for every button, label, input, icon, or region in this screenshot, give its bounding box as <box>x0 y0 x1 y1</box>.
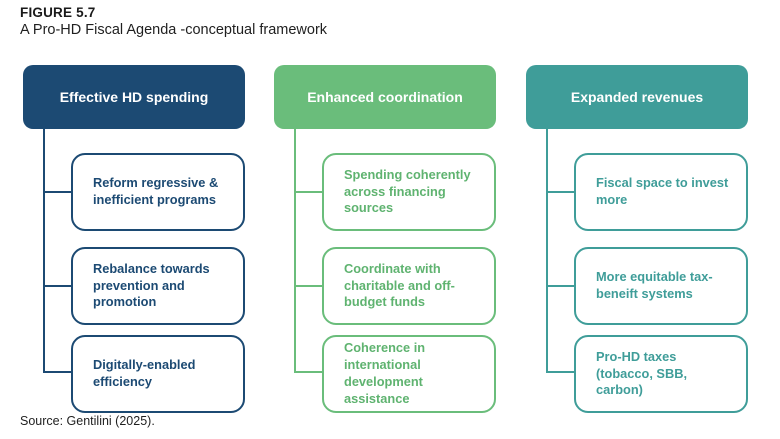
connector-stub <box>547 285 576 287</box>
node-label: Spending coherently across financing sou… <box>344 166 471 216</box>
connector-stub <box>547 371 576 373</box>
column-header-expanded-revenues: Expanded revenues <box>526 65 748 129</box>
figure-title: A Pro-HD Fiscal Agenda -conceptual frame… <box>20 22 328 38</box>
node-label: More equitable tax-beneift systems <box>596 269 713 301</box>
node-label: Coherence in international development a… <box>344 340 426 406</box>
node-box: Rebalance towards prevention and promoti… <box>71 247 245 325</box>
node-box: Fiscal space to invest more <box>574 153 748 231</box>
column-effective-hd-spending: Effective HD spending Reform regressive … <box>23 65 245 413</box>
connector-stub <box>295 191 324 193</box>
connector-vertical-line <box>43 129 45 373</box>
connector-stub <box>295 371 324 373</box>
column-header-enhanced-coordination: Enhanced coordination <box>274 65 496 129</box>
connector-stub <box>44 371 73 373</box>
node-box: More equitable tax-beneift systems <box>574 247 748 325</box>
connector-stub <box>295 285 324 287</box>
node-box: Spending coherently across financing sou… <box>322 153 496 231</box>
node-box: Digitally-enabled efficiency <box>71 335 245 413</box>
connector-vertical-line <box>546 129 548 373</box>
node-label: Fiscal space to invest more <box>596 175 729 207</box>
column-enhanced-coordination: Enhanced coordination Spending coherentl… <box>274 65 496 413</box>
node-box: Coherence in international development a… <box>322 335 496 413</box>
connector-stub <box>44 191 73 193</box>
node-box: Reform regressive & inefficient programs <box>71 153 245 231</box>
node-box: Pro-HD taxes (tobacco, SBB, carbon) <box>574 335 748 413</box>
connector-stub <box>547 191 576 193</box>
source-note: Source: Gentilini (2025). <box>20 414 155 428</box>
connector-vertical-line <box>294 129 296 373</box>
node-box: Coordinate with charitable and off-budge… <box>322 247 496 325</box>
column-expanded-revenues: Expanded revenues Fiscal space to invest… <box>526 65 748 413</box>
node-label: Coordinate with charitable and off-budge… <box>344 260 455 310</box>
node-label: Pro-HD taxes (tobacco, SBB, carbon) <box>596 348 688 398</box>
node-label: Digitally-enabled efficiency <box>93 357 196 389</box>
connector-stub <box>44 285 73 287</box>
node-label: Rebalance towards prevention and promoti… <box>93 260 210 310</box>
figure-number: FIGURE 5.7 <box>20 5 96 20</box>
node-label: Reform regressive & inefficient programs <box>93 175 219 207</box>
column-header-effective-hd-spending: Effective HD spending <box>23 65 245 129</box>
